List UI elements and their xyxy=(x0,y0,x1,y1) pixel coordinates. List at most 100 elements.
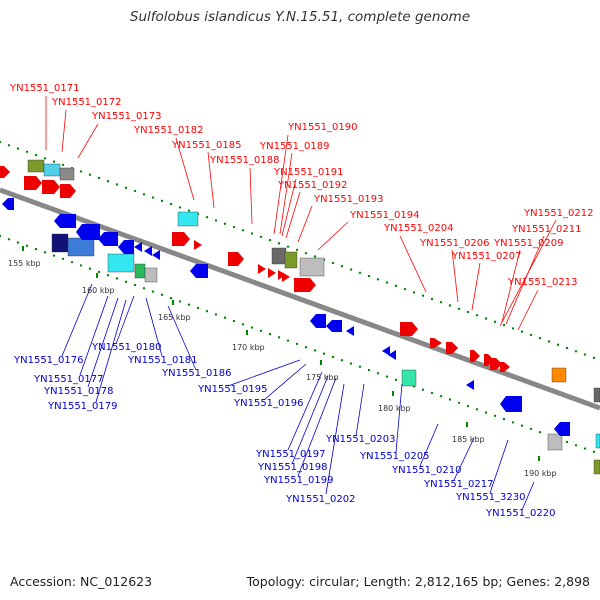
upper-dot xyxy=(403,287,407,291)
gene-arrow xyxy=(400,322,418,336)
gene-block xyxy=(51,233,69,253)
lower-dot xyxy=(520,424,524,427)
upper-dot xyxy=(133,189,137,193)
lower-dot xyxy=(295,342,299,346)
gene-arrow xyxy=(470,350,480,362)
lower-dot xyxy=(133,283,137,287)
leader-line xyxy=(325,383,345,495)
gene-arrow xyxy=(190,264,208,278)
scale-tick-mark xyxy=(466,422,468,427)
upper-dot xyxy=(277,242,281,245)
upper-dot xyxy=(106,180,110,183)
upper-dot xyxy=(97,176,101,180)
scale-tick-mark xyxy=(96,273,98,278)
upper-dot xyxy=(241,229,245,232)
gene-arrow xyxy=(228,252,244,266)
scale-tick-label: 185 kbp xyxy=(452,435,485,444)
upper-dot xyxy=(295,248,299,252)
lower-dot xyxy=(583,447,587,450)
gene-label: YN1551_0217 xyxy=(423,479,494,490)
lower-dot xyxy=(52,254,56,257)
lower-dot xyxy=(79,264,83,267)
gene-arrow xyxy=(500,362,510,372)
gene-arrow xyxy=(484,354,494,366)
leader-line xyxy=(61,109,67,153)
leader-line xyxy=(471,262,481,311)
gene-block xyxy=(593,387,600,403)
lower-dot xyxy=(124,280,128,283)
lower-dot xyxy=(286,339,290,342)
leader-line xyxy=(395,383,403,453)
lower-dot xyxy=(439,395,443,398)
upper-dot xyxy=(259,235,263,239)
upper-dot xyxy=(340,265,344,268)
upper-dot xyxy=(52,160,56,163)
lower-dot xyxy=(565,440,569,444)
scale-tick-label: 190 kbp xyxy=(524,469,557,478)
upper-dot xyxy=(475,314,479,317)
lower-dot xyxy=(259,329,263,333)
lower-dot xyxy=(340,359,344,362)
lower-dot xyxy=(358,365,362,368)
scale-tick-mark xyxy=(172,300,174,305)
gene-label: YN1551_0206 xyxy=(419,238,490,249)
lower-dot xyxy=(70,260,74,264)
gene-arrow xyxy=(54,214,76,228)
scale-tick-mark xyxy=(246,330,248,335)
gene-label: YN1551_0179 xyxy=(47,401,118,412)
gene-block xyxy=(595,433,600,449)
upper-dot xyxy=(538,337,542,340)
gene-arrow xyxy=(134,242,142,252)
lower-dot xyxy=(7,238,11,241)
leader-line xyxy=(399,235,427,293)
upper-dot xyxy=(124,186,128,189)
scale-tick-mark xyxy=(538,456,540,461)
upper-dot xyxy=(160,199,164,203)
gene-label: YN1551_0213 xyxy=(507,277,578,288)
gene-arrow xyxy=(98,232,118,246)
gene-label: YN1551_0193 xyxy=(313,194,384,205)
gene-block xyxy=(547,433,563,451)
gene-label: YN1551_0198 xyxy=(257,462,328,473)
gene-arrow xyxy=(434,338,442,348)
leader-line xyxy=(499,219,557,327)
gene-arrow xyxy=(60,184,76,198)
gene-label: YN1551_0196 xyxy=(233,398,304,409)
gene-block xyxy=(271,247,287,265)
lower-dot xyxy=(250,326,254,329)
gene-label: YN1551_0192 xyxy=(277,180,348,191)
lower-dot xyxy=(529,427,533,431)
lower-dot xyxy=(511,421,515,424)
lower-dot xyxy=(502,417,506,421)
gene-block xyxy=(551,367,567,383)
upper-dot xyxy=(151,196,155,199)
upper-dot xyxy=(493,320,497,324)
gene-label: YN1551_0194 xyxy=(349,210,420,221)
upper-dot xyxy=(547,340,551,343)
leader-line xyxy=(167,305,197,371)
gene-arrow xyxy=(76,224,100,240)
upper-dot xyxy=(430,297,434,301)
leader-line xyxy=(175,137,195,201)
lower-dot xyxy=(376,372,380,375)
lower-dot xyxy=(97,270,101,274)
lower-dot xyxy=(538,431,542,434)
gene-block xyxy=(59,167,75,181)
lower-dot xyxy=(34,247,38,251)
scale-tick-mark xyxy=(392,391,394,396)
upper-dot xyxy=(457,307,461,310)
lower-dot xyxy=(25,244,29,248)
gene-label: YN1551_0211 xyxy=(511,224,582,235)
gene-label: YN1551_0205 xyxy=(359,451,430,462)
lower-dot xyxy=(16,241,20,244)
scale-tick-label: 180 kbp xyxy=(378,404,411,413)
gene-label: YN1551_0188 xyxy=(209,155,280,166)
leader-line xyxy=(227,359,301,387)
gene-label: YN1551_0202 xyxy=(285,494,356,505)
gene-block xyxy=(43,163,61,177)
gene-arrow xyxy=(2,198,14,210)
upper-dot xyxy=(286,245,290,248)
gene-block xyxy=(27,159,45,173)
leader-line xyxy=(355,383,365,437)
